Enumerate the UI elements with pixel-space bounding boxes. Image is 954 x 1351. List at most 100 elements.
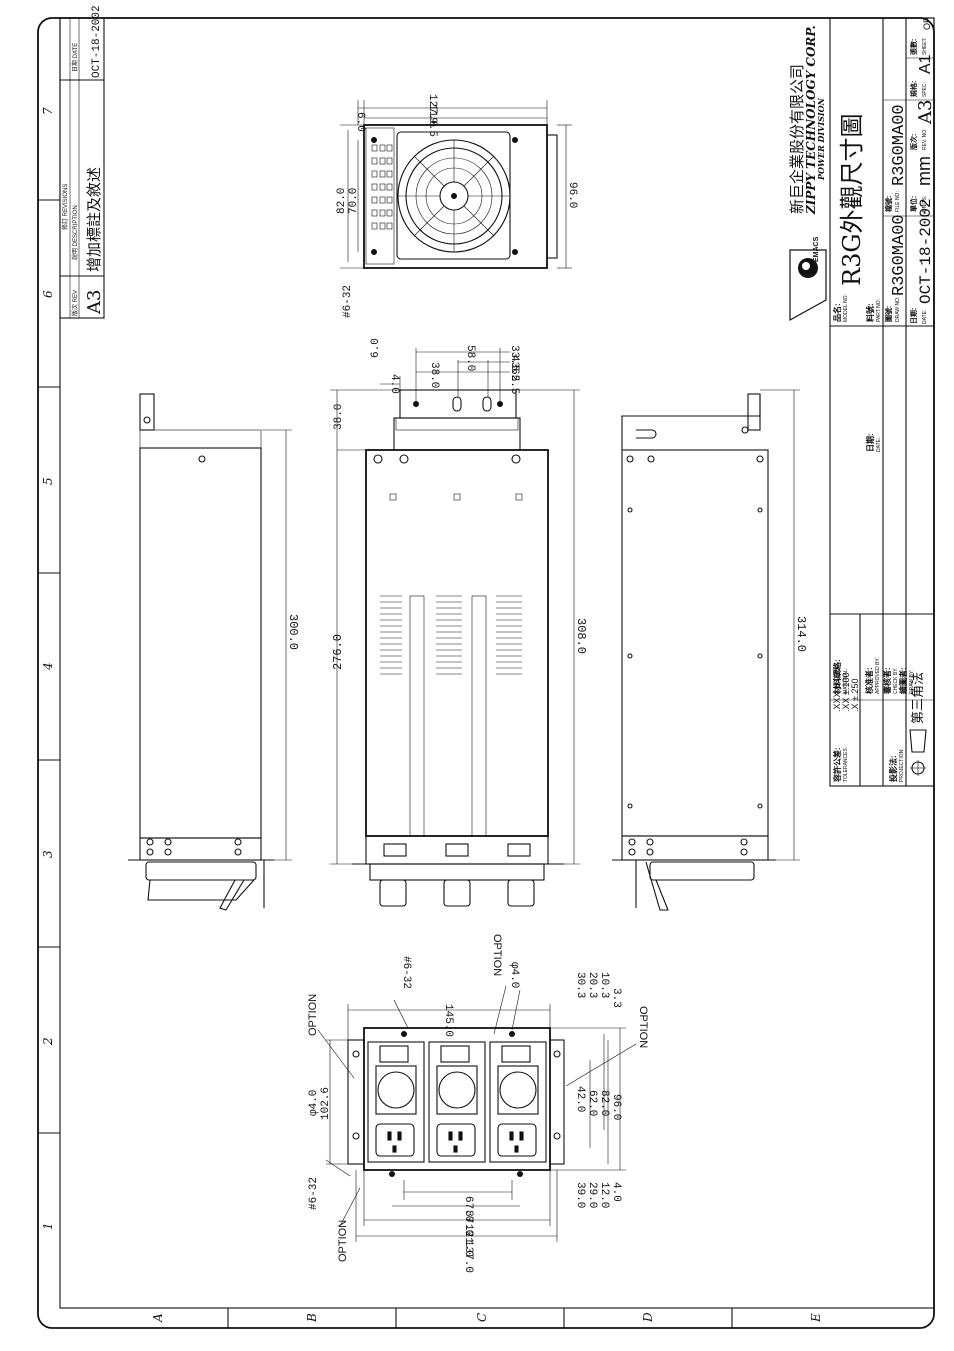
approved-label: 核准者: — [864, 667, 874, 694]
draw-label: 圖號: — [884, 306, 893, 322]
checked-label-en: CHECK BY: — [893, 667, 899, 694]
units-label: 單位: — [909, 196, 918, 212]
part-label-en: PART NO: — [876, 299, 882, 322]
dim-rear-82: 82.0 — [336, 188, 348, 214]
zone-label-2: 2 — [41, 1037, 55, 1046]
dim-front-96: 96.0 — [610, 1094, 622, 1120]
rev-col-desc: 說明 DESCRIPTION — [71, 205, 79, 260]
dim-38-side: 38.0 — [333, 404, 345, 430]
drawn-label-en: DRAW BY: — [909, 670, 915, 694]
side-view-right: 314.0 — [612, 389, 808, 911]
dim-front-phi4-top: φ4.0 — [508, 962, 520, 988]
dim-front-632-left: #6-32 — [308, 1177, 320, 1210]
dim-length-308: 308.0 — [574, 618, 588, 654]
zone-label-B: B — [305, 1313, 319, 1323]
file-label: 檔號: — [884, 196, 893, 212]
dim-front-632: #6-32 — [400, 956, 412, 989]
tol-line-1: .XXX ±.025 — [832, 667, 842, 712]
dim-front-42: 42.0 — [574, 1086, 586, 1112]
model-label-en: MODEL NO: — [843, 294, 849, 322]
spec-label-en: SPEC: — [922, 82, 928, 97]
tol-line-3: .X ±.250 — [850, 679, 860, 712]
rev-col-date: 日期 DATE — [71, 43, 79, 72]
dim-rear-127: 127.0 — [426, 94, 438, 127]
title-date: OCT-18-2002 — [917, 198, 935, 304]
side-view-left: 300.0 — [128, 393, 300, 911]
date2-label-en: DATE: — [876, 438, 882, 452]
dim-front-203: 20.3 — [586, 972, 598, 998]
revision-block: 修訂 REVISIONS 版次 REV 說明 DESCRIPTION 日期 DA… — [59, 5, 105, 319]
module-2 — [436, 1045, 478, 1157]
material-label: 材料規格: — [832, 659, 842, 694]
dim-front-option-top: OPTION — [491, 934, 503, 976]
date-label: 日期: — [909, 308, 918, 324]
model-label: 品名: — [832, 303, 842, 322]
drawing-title: R3G外觀尺寸圖 — [838, 113, 866, 286]
spec-value: A1 — [917, 54, 934, 74]
units-value: mm — [914, 156, 934, 186]
dim-58: 58.0 — [464, 345, 476, 371]
dim-335: 33.5 — [508, 345, 520, 371]
main-view: 58.0 33.5 38.0 43.5 62.5 6.0 4.0 38.0 27… — [330, 338, 588, 907]
dim-front-4: 4.0 — [610, 1182, 622, 1202]
tol-label: 容許公差: — [832, 747, 842, 783]
rev-col-rev: 版次 REV — [71, 290, 79, 316]
tol-label-en: TOLERANCES: — [843, 747, 849, 782]
dim-rear-1195: 119.5 — [426, 104, 438, 137]
sheet-label: 張數: — [909, 39, 918, 55]
zone-ticks-left — [38, 199, 60, 1134]
material-label-en: MATERIAL: — [843, 668, 849, 694]
rev-label: 版次: — [909, 134, 918, 150]
company-en: ZIPPY TECHNOLOGY CORP. — [804, 25, 818, 215]
part-label: 料號: — [865, 303, 875, 322]
units-label-en: UNITS: — [922, 196, 928, 212]
rev-date: OCT-18-2002 — [91, 5, 103, 78]
zone-ticks-bottom — [227, 1308, 733, 1328]
dim-6-mid: 6.0 — [370, 338, 382, 358]
zone-label-E: E — [809, 1313, 823, 1323]
dim-front-option-bottom: OPTION — [337, 1220, 349, 1262]
draw-label-en: DRAW NO: — [895, 297, 901, 322]
front-view: #6-32 OPTION 145.0 φ4.0 30.3 20.3 10.3 3… — [307, 934, 649, 1273]
title-block: EMACS 新巨企業股份有限公司 ZIPPY TECHNOLOGY CORP. … — [788, 17, 936, 787]
zone-label-7: 7 — [41, 107, 55, 115]
zone-labels-bottom: A B C D E — [151, 1312, 823, 1323]
dim-front-103: 10.3 — [598, 972, 610, 998]
zone-label-5: 5 — [41, 477, 55, 485]
zone-label-3: 3 — [41, 850, 55, 858]
module-1 — [375, 1045, 417, 1157]
dim-435: 43.5 — [508, 355, 520, 381]
zone-label-6: 6 — [41, 290, 55, 298]
module-3 — [497, 1045, 539, 1157]
dim-4-mid: 4.0 — [388, 374, 400, 394]
dim-rear-632: #6-32 — [342, 285, 354, 318]
zone-label-1: 1 — [41, 1222, 55, 1230]
zone-labels-left: 1 2 3 4 5 6 7 — [41, 107, 55, 1230]
vent-slots — [380, 595, 522, 675]
division: POWER DIVISION — [816, 97, 826, 181]
date2-label: 日期: — [865, 433, 875, 452]
dim-rear-6: 6.0 — [354, 112, 366, 132]
dim-front-67: 67.0 — [462, 1196, 474, 1222]
zone-label-4: 4 — [41, 662, 55, 671]
dim-length-300: 300.0 — [286, 614, 300, 650]
drawn-label: 繪圖者: — [898, 667, 908, 694]
dim-front-145: 145.0 — [442, 1004, 454, 1037]
dim-front-137: 137.0 — [462, 1240, 474, 1273]
dim-length-276: 276.0 — [331, 634, 345, 670]
dim-front-option-left: OPTION — [307, 994, 319, 1036]
spec-label: 規格: — [909, 81, 918, 97]
dim-rear-70: 70.0 — [348, 188, 360, 214]
dim-length-314: 314.0 — [794, 616, 808, 652]
dim-front-29: 29.0 — [586, 1182, 598, 1208]
rev-header-title: 修訂 REVISIONS — [61, 184, 69, 230]
company-cn: 新巨企業股份有限公司 — [788, 64, 806, 214]
dim-front-82: 82.0 — [598, 1090, 610, 1116]
dim-38-top: 38.0 — [428, 362, 440, 388]
date-label-en: DATE: — [922, 310, 928, 324]
dim-front-option-right: OPTION — [637, 1006, 649, 1048]
rev-number: A3 — [915, 100, 936, 125]
dim-front-121: 121.0 — [462, 1224, 474, 1257]
logo-text: EMACS — [813, 236, 820, 262]
